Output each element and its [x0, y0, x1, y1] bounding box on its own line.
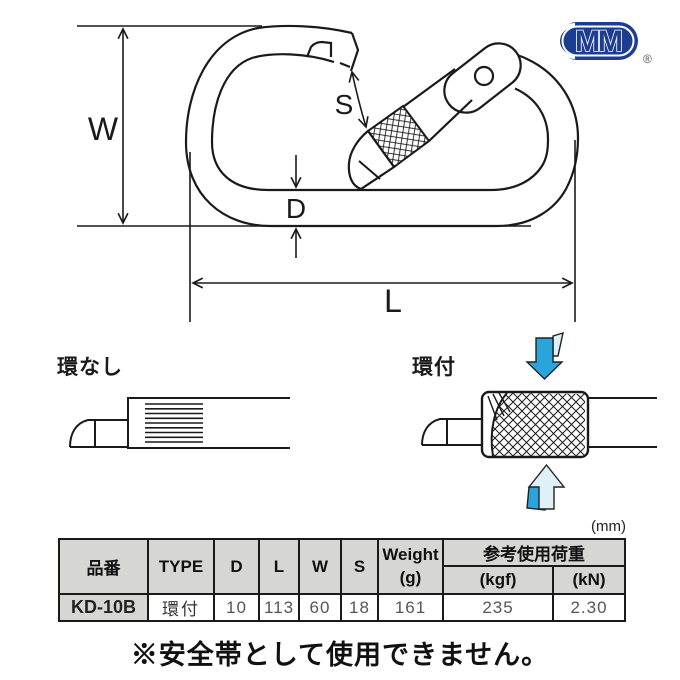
l-dimension-label: L [384, 283, 402, 319]
figure-without-ring [69, 397, 290, 449]
header-kn: (kN) [552, 565, 626, 595]
header-w: W [298, 538, 342, 595]
safety-footnote: ※安全帯として使用できません。 [130, 640, 550, 670]
cell-part-no: KD-10B [58, 593, 149, 622]
up-arrow-icon [527, 463, 566, 510]
cell-w: 60 [298, 593, 342, 622]
variant-label-without-ring: 環なし [57, 356, 123, 379]
gate-pivot-hole [473, 65, 495, 87]
header-s: S [340, 538, 379, 595]
header-part-no: 品番 [58, 538, 149, 595]
nose-notch [305, 40, 333, 58]
registered-trademark-symbol: ® [643, 52, 652, 66]
cell-kn: 2.30 [552, 593, 626, 622]
lock-ring-outline [480, 390, 590, 459]
cell-type: 環付 [147, 593, 215, 622]
gate-assembly [347, 42, 522, 191]
carabiner-dimension-drawing: W S D L MM [77, 22, 638, 322]
gate-tip [347, 129, 396, 191]
cell-s: 18 [340, 593, 379, 622]
ring-hatch-area [491, 393, 585, 456]
logo-crescent [556, 23, 576, 59]
cell-weight: 161 [377, 593, 444, 622]
w-dimension-label: W [88, 111, 119, 147]
header-weight-line1: Weight [382, 545, 439, 565]
variant-figures [69, 331, 657, 511]
body-inner-outline [210, 53, 550, 192]
nose-profile [421, 418, 482, 446]
spec-table: 品番 TYPE D L W S Weight (g) 参考使用荷重 (kgf) … [58, 538, 626, 622]
header-weight-line2: (g) [399, 567, 422, 587]
knurl-lines [145, 403, 203, 443]
down-arrow-fold [552, 331, 564, 357]
down-arrow-icon [525, 337, 564, 380]
gate-body-outline [127, 397, 290, 449]
variant-label-with-ring: 環付 [412, 356, 456, 379]
table-row: KD-10B 環付 10 113 60 18 161 235 2.30 [58, 593, 626, 622]
logo-background [558, 22, 638, 60]
header-reference-load: 参考使用荷重 [442, 538, 626, 567]
nose-inner-dash [339, 61, 351, 69]
s-dimension-label: S [335, 89, 354, 120]
logo-inner-ring [561, 25, 635, 57]
ring-cone-lines [487, 392, 511, 421]
brand-logo: MM [556, 22, 638, 60]
body-outer-outline [184, 24, 580, 228]
unit-note: (mm) [591, 518, 626, 535]
cell-l: 113 [258, 593, 300, 622]
header-l: L [258, 538, 300, 595]
carabiner-body [184, 24, 580, 228]
logo-text: MM [575, 25, 621, 58]
ring-cone-boundary [490, 392, 508, 457]
cell-kgf: 235 [442, 593, 554, 622]
figure-with-ring [421, 390, 657, 459]
gate-arm-lower-edge [428, 99, 473, 142]
cell-d: 10 [213, 593, 260, 622]
header-d: D [213, 538, 260, 595]
nose-tip [349, 32, 360, 72]
d-dimension-label: D [286, 193, 306, 224]
nose-profile [69, 419, 128, 448]
header-kgf: (kgf) [442, 565, 554, 595]
header-weight: Weight (g) [377, 538, 444, 595]
header-type: TYPE [147, 538, 215, 595]
gate-tip-groove [358, 160, 381, 180]
dimension-arrows [117, 27, 574, 289]
s-dimension-arrow [348, 70, 369, 129]
gate-arm-upper-edge [402, 68, 456, 108]
screw-direction-arrows [525, 331, 566, 511]
